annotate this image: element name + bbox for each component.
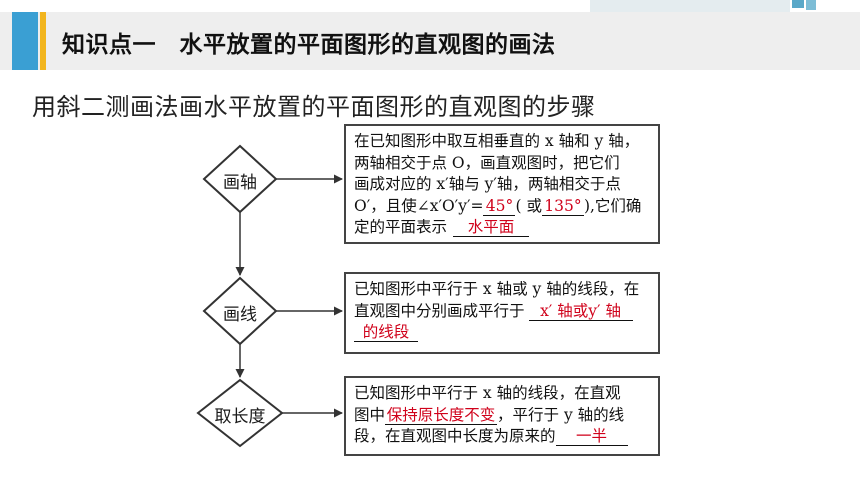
- text-line: 在已知图形中取互相垂直的 x 轴和 y 轴，: [354, 132, 640, 150]
- answer-blank: 保持原长度不变: [385, 405, 498, 425]
- text: ( 或: [515, 196, 542, 215]
- text: 图中: [354, 405, 386, 424]
- text: 段，在直观图中长度为原来的: [354, 427, 556, 445]
- answer-blank: 45°: [483, 197, 516, 216]
- diamond-length: [196, 378, 284, 448]
- step-label-length: 取长度: [214, 407, 266, 427]
- text: 直观图中分别画成平行于: [354, 301, 525, 320]
- text-line: 图中保持原长度不变，平行于 y 轴的线: [354, 405, 650, 427]
- text-line: 段，在直观图中长度为原来的一半: [354, 426, 650, 448]
- text: ),它们确: [583, 196, 642, 215]
- deco-square: [792, 0, 804, 8]
- header-accent-bar: [40, 12, 46, 70]
- text-line: 已知图形中平行于 x 轴的线段，在直观: [354, 384, 621, 402]
- section-header: [0, 12, 860, 70]
- text: ，平行于 y 轴的线: [497, 405, 625, 424]
- text-line: 定的平面表示水平面: [354, 217, 650, 239]
- section-title: 知识点一 水平放置的平面图形的直观图的画法: [62, 32, 556, 58]
- text: 定的平面表示: [354, 218, 448, 236]
- text-line: 的线段: [354, 322, 650, 344]
- answer-blank: 一半: [555, 427, 628, 446]
- subtitle: 用斜二测画法画水平放置的平面图形的直观图的步骤: [32, 93, 596, 121]
- text-line: 画成对应的 x′轴与 y′轴，两轴相交于点: [354, 175, 621, 193]
- answer-blank: 水平面: [453, 218, 530, 237]
- step-box-axis: 在已知图形中取互相垂直的 x 轴和 y 轴， 两轴相交于点 O，画直观图时，把它…: [344, 124, 660, 244]
- step-box-length: 已知图形中平行于 x 轴的线段，在直观 图中保持原长度不变，平行于 y 轴的线 …: [344, 376, 660, 456]
- answer-blank: 135°: [541, 197, 584, 216]
- step-label-axis: 画轴: [223, 173, 257, 193]
- text-line: 已知图形中平行于 x 轴或 y 轴的线段，在: [354, 280, 640, 298]
- step-label-line: 画线: [223, 305, 257, 325]
- text-line: 两轴相交于点 O，画直观图时，把它们: [354, 153, 620, 172]
- text: O′，且使∠x′O′y′=: [354, 196, 484, 215]
- answer-blank: 的线段: [354, 323, 418, 342]
- deco-square: [806, 0, 816, 10]
- header-blue-bar: [12, 12, 38, 70]
- answer-blank: x′ 轴或y′ 轴: [528, 302, 633, 321]
